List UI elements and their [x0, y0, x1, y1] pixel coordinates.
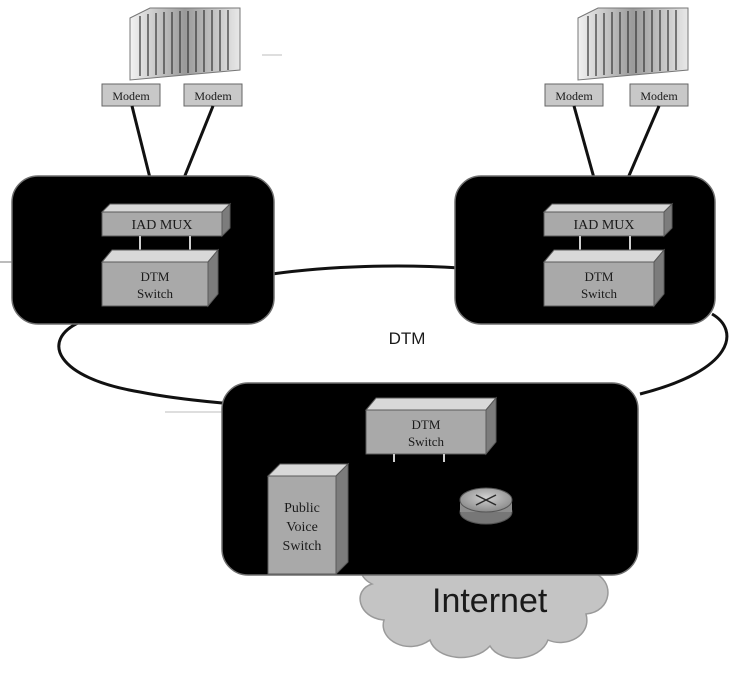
svg-text:Switch: Switch — [137, 286, 174, 301]
public-voice-switch: Public Voice Switch — [266, 462, 350, 576]
svg-text:DTM: DTM — [412, 417, 441, 432]
bottom-switch-ports — [393, 454, 445, 462]
server-rack-icon — [129, 7, 241, 81]
server-rack-icon — [577, 7, 689, 81]
svg-text:Public: Public — [284, 501, 320, 516]
modem-top-left-1: Modem — [101, 83, 161, 107]
dtm-switch-right: DTM Switch — [542, 248, 666, 308]
svg-text:Modem: Modem — [640, 89, 678, 103]
svg-text:Switch: Switch — [283, 539, 322, 554]
modem-top-left-2: Modem — [183, 83, 243, 107]
svg-text:Modem: Modem — [194, 89, 232, 103]
router-icon — [459, 487, 513, 525]
internet-label: Internet — [432, 582, 548, 620]
svg-text:IAD MUX: IAD MUX — [131, 218, 192, 233]
dtm-switch-left: DTM Switch — [100, 248, 220, 308]
svg-text:Modem: Modem — [555, 89, 593, 103]
svg-text:DTM: DTM — [141, 269, 170, 284]
svg-text:Switch: Switch — [408, 434, 445, 449]
svg-text:Voice: Voice — [286, 520, 318, 535]
modem-top-right-1: Modem — [544, 83, 604, 107]
svg-text:Modem: Modem — [112, 89, 150, 103]
dtm-ring — [57, 264, 729, 406]
svg-text:Switch: Switch — [581, 286, 618, 301]
dtm-switch-bottom: DTM Switch — [364, 396, 498, 456]
iad-mux-right: IAD MUX — [542, 202, 674, 238]
dtm-ring-label: DTM — [389, 329, 426, 348]
modem-links — [130, 105, 661, 179]
svg-text:IAD MUX: IAD MUX — [573, 218, 634, 233]
svg-text:DTM: DTM — [585, 269, 614, 284]
iad-mux-left: IAD MUX — [100, 202, 232, 238]
modem-top-right-2: Modem — [629, 83, 689, 107]
